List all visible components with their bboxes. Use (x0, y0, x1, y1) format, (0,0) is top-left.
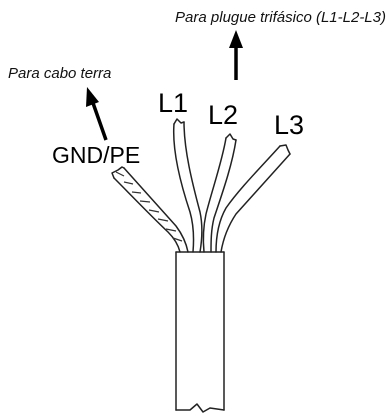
l1-wire (172, 118, 203, 253)
ground-wire (111, 166, 189, 253)
l3-wire-label: L3 (274, 110, 304, 140)
l3-wire (215, 144, 291, 253)
l1-wire-label: L1 (158, 88, 188, 118)
arrow-diagonal-icon (86, 87, 108, 141)
cable-sheath (175, 251, 225, 413)
three-phase-plug-note: Para plugue trifásico (L1-L2-L3) (175, 9, 386, 26)
ground-wire-label: GND/PE (52, 142, 140, 168)
l2-wire (202, 133, 237, 253)
arrow-up-icon (229, 30, 243, 80)
l2-wire-label: L2 (208, 100, 238, 130)
earth-cable-note: Para cabo terra (8, 65, 111, 82)
